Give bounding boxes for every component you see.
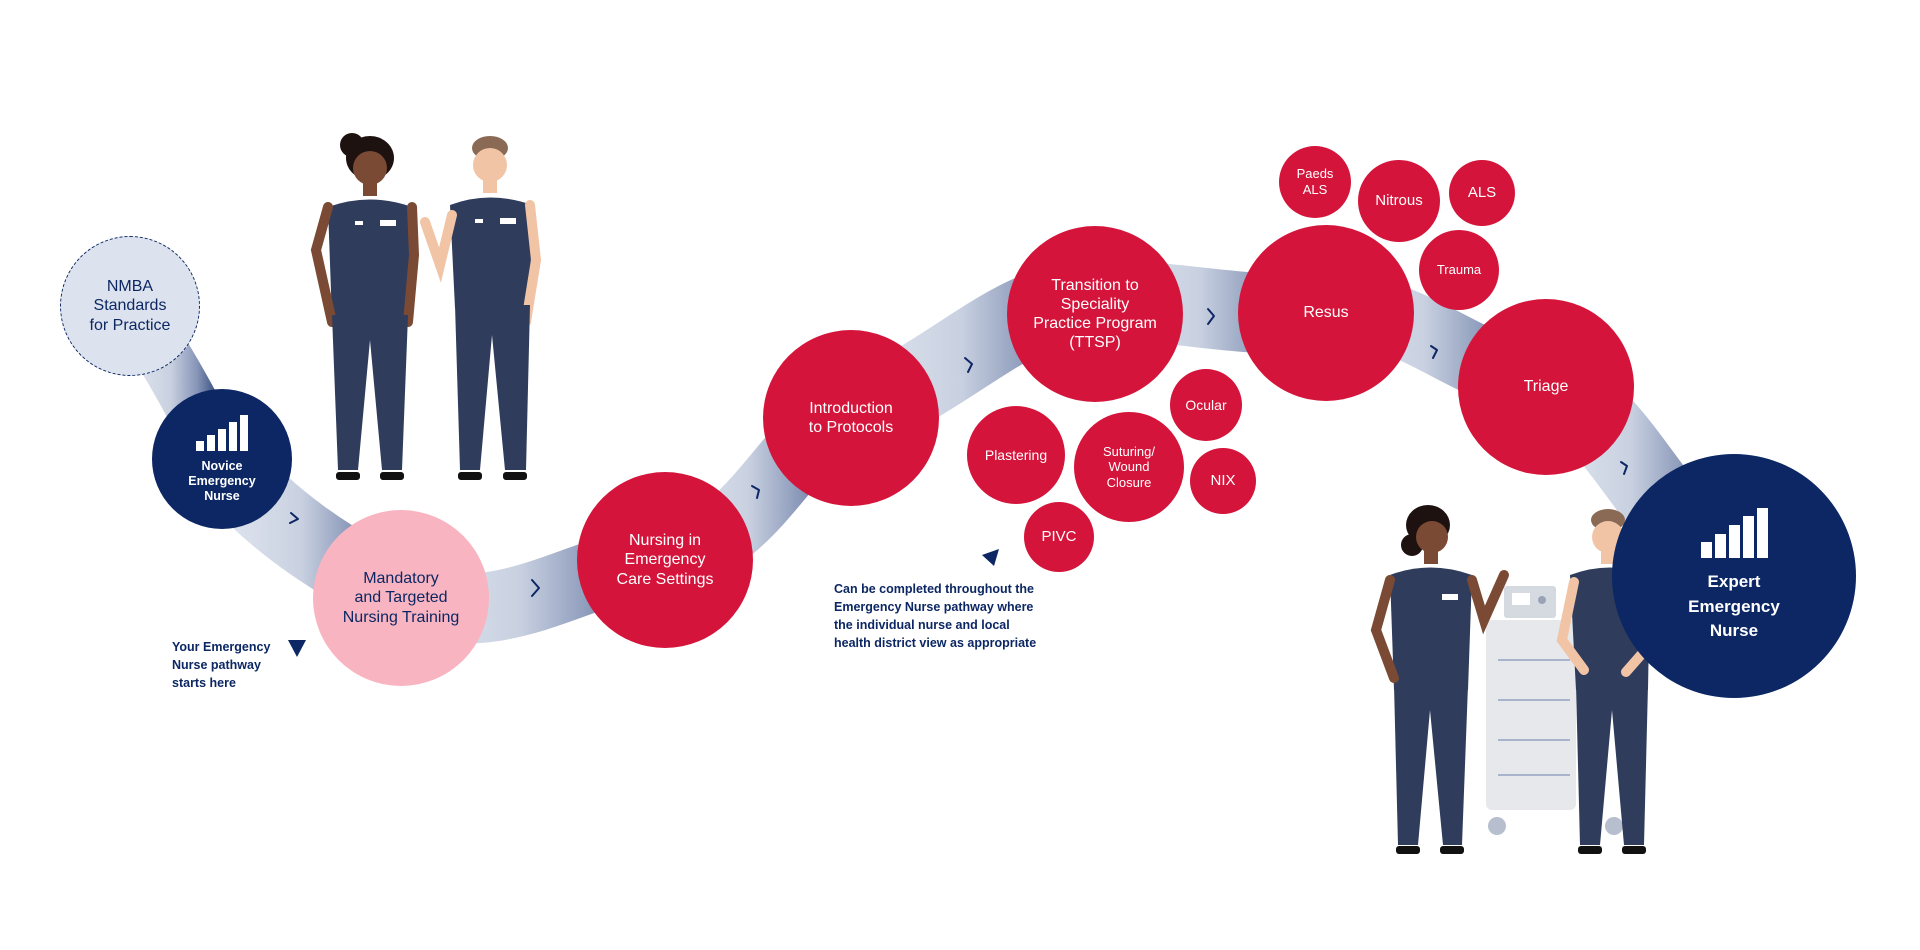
chevron-right-icon: [1207, 308, 1215, 325]
nurse-figure-icon: [420, 136, 542, 480]
nurse-pair-left: [310, 133, 542, 480]
skill-nix: NIX: [1190, 448, 1256, 514]
node-novice-label: Novice Emergency Nurse: [188, 458, 256, 503]
triangle-pointer-icon: [288, 640, 306, 657]
signal-bars-icon: [195, 414, 250, 451]
skill-paeds-als-label: Paeds ALS: [1296, 166, 1334, 197]
nurse-figure-icon: [310, 133, 420, 480]
skill-pivc: PIVC: [1024, 502, 1094, 572]
flow-arrows: [289, 308, 1628, 597]
node-ttsp-label: Transition to Speciality Practice Progra…: [1033, 276, 1157, 352]
skill-plastering: Plastering: [967, 406, 1065, 504]
nurse-figure-icon: [1370, 505, 1509, 854]
node-mandatory-training: Mandatory and Targeted Nursing Training: [313, 510, 489, 686]
skill-plastering-label: Plastering: [984, 446, 1048, 463]
node-resus-label: Resus: [1303, 304, 1349, 322]
chevron-right-icon: [751, 485, 760, 499]
skill-nix-label: NIX: [1210, 472, 1236, 489]
node-triage: Triage: [1458, 299, 1634, 475]
skill-als-label: ALS: [1467, 184, 1497, 201]
node-intro-protocols-label: Introduction to Protocols: [808, 399, 894, 436]
chevron-right-icon: [1430, 345, 1438, 359]
skill-paeds-als: Paeds ALS: [1279, 146, 1351, 218]
triangle-pointer-icon: [982, 549, 999, 566]
skill-suturing-label: Suturing/ Wound Closure: [1102, 443, 1156, 490]
node-nmba-standards: NMBA Standards for Practice: [60, 236, 200, 376]
skill-nitrous-label: Nitrous: [1375, 192, 1423, 209]
chevron-right-icon: [1620, 461, 1628, 475]
node-nmba-label: NMBA Standards for Practice: [89, 278, 171, 334]
note-complete-anytime: Can be completed throughout the Emergenc…: [834, 582, 1037, 651]
node-resus: Resus: [1238, 225, 1414, 401]
chevron-right-icon: [531, 579, 540, 597]
skill-trauma-label: Trauma: [1436, 262, 1482, 278]
node-novice-nurse: Novice Emergency Nurse: [152, 389, 292, 529]
node-intro-protocols: Introduction to Protocols: [763, 330, 939, 506]
node-nursing-emergency-label: Nursing in Emergency Care Settings: [616, 532, 714, 588]
skill-als: ALS: [1449, 160, 1515, 226]
chevron-right-icon: [964, 357, 973, 373]
node-nursing-emergency-care: Nursing in Emergency Care Settings: [577, 472, 753, 648]
signal-bars-icon: [1699, 508, 1769, 559]
node-expert-label: Expert Emergency Nurse: [1688, 572, 1780, 641]
note-pathway-start: Your Emergency Nurse pathway starts here: [172, 640, 271, 691]
skill-ocular: Ocular: [1170, 369, 1242, 441]
node-expert-nurse: Expert Emergency Nurse: [1612, 454, 1856, 698]
hospital-trolley-icon: [1486, 586, 1623, 835]
skill-pivc-label: PIVC: [1041, 528, 1077, 545]
skill-nitrous: Nitrous: [1358, 160, 1440, 242]
chevron-right-icon: [289, 512, 299, 524]
node-mandatory-label: Mandatory and Targeted Nursing Training: [342, 570, 460, 626]
node-ttsp: Transition to Speciality Practice Progra…: [1007, 226, 1183, 402]
skill-trauma: Trauma: [1419, 230, 1499, 310]
skill-suturing: Suturing/ Wound Closure: [1074, 412, 1184, 522]
node-triage-label: Triage: [1523, 378, 1569, 396]
skill-ocular-label: Ocular: [1185, 396, 1227, 413]
